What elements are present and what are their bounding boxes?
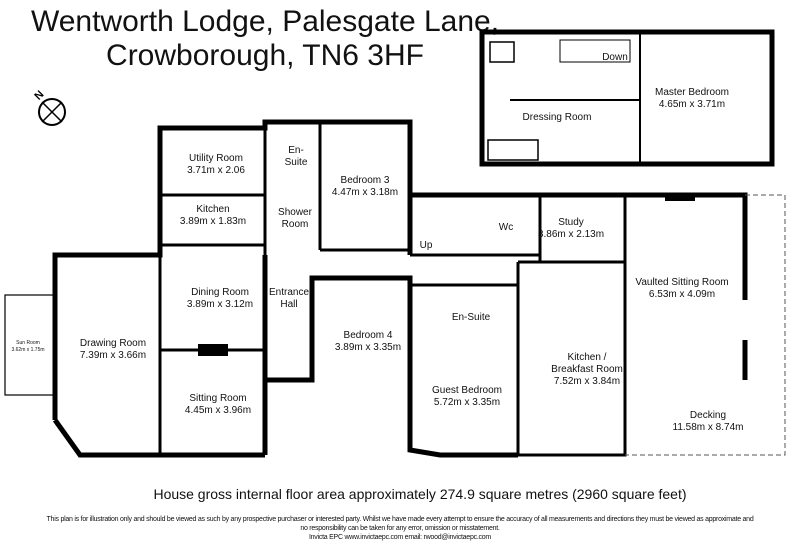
disclaimer-line-1: This plan is for illustration only and s… [46,516,754,523]
sun-room-outline [4,294,56,396]
title-line-2: Crowborough, TN6 3HF [106,39,424,72]
room-dressing-room: Dressing Room [522,112,592,123]
north-arrow-icon: N [32,89,66,126]
room-wc: Wc [498,222,514,233]
title-line-1: Wentworth Lodge, Palesgate Lane, [30,5,500,38]
disclaimer-footer: This plan is for illustration only and s… [0,515,800,542]
room-en-suite-1: En-Suite [284,145,308,168]
disclaimer-line-2: no responsibility can be taken for any e… [300,525,500,532]
upper-floor-walls [479,29,775,167]
contact-line: Invicta EPC www.invictaepc.com email: rw… [308,534,492,541]
room-down: Down [602,52,628,63]
floor-area-text: House gross internal floor area approxim… [153,486,687,502]
ground-floor-walls [52,119,748,458]
room-en-suite-2: En-Suite [451,312,491,323]
decking-outline [625,194,786,456]
stairs-up: Up [419,240,433,251]
